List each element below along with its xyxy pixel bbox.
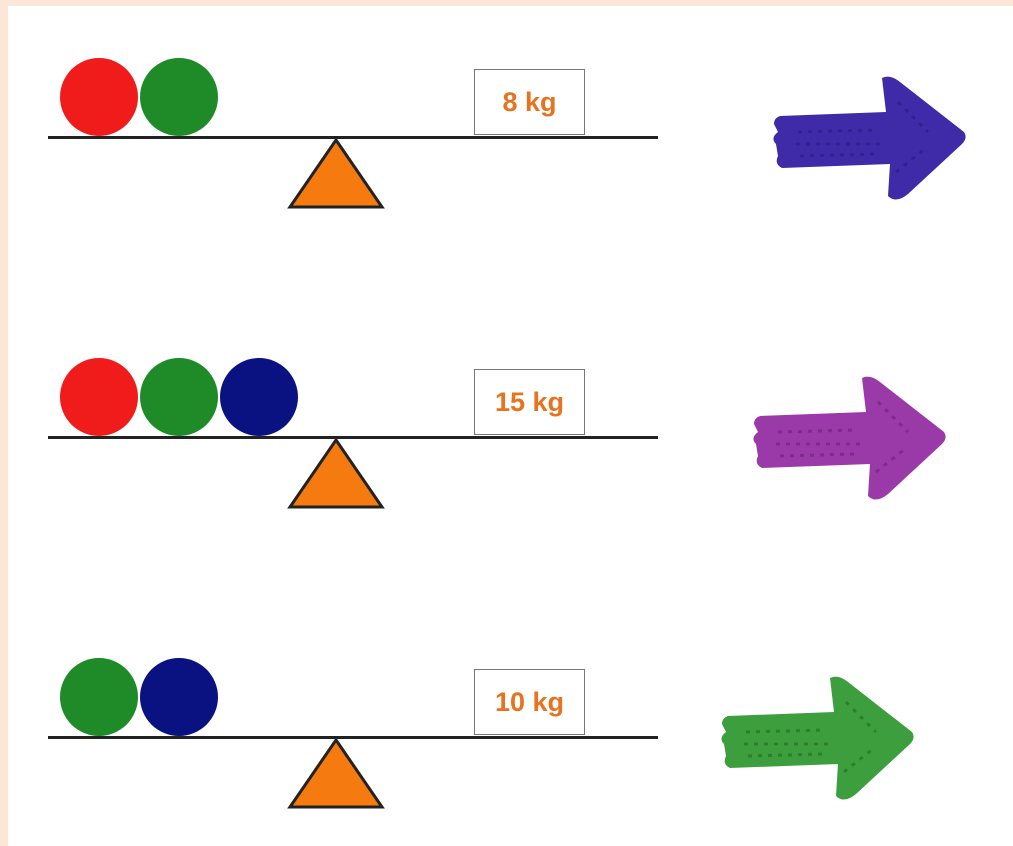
weight-label: 10 kg [494,686,565,717]
blue-arrow-icon [773,76,966,200]
balance-beam [48,436,658,439]
balance-beam [48,736,658,739]
weight-label: 15 kg [494,386,565,417]
weight-box: 10 kg [474,669,585,735]
red-ball [60,58,138,136]
green-arrow-icon [721,676,914,800]
weight-box: 8 kg [474,69,585,135]
fulcrum-triangle [287,437,385,509]
blue-ball [220,358,298,436]
fulcrum-triangle [287,137,385,209]
green-ball [60,658,138,736]
balance-scene-3: 10 kg [8,606,1013,809]
balance-beam [48,136,658,139]
blue-ball [140,658,218,736]
weight-label: 8 kg [502,86,557,117]
green-ball [140,358,218,436]
fulcrum-triangle [287,737,385,809]
balance-scene-1: 8 kg [8,6,1013,209]
weight-box: 15 kg [474,369,585,435]
balance-scene-2: 15 kg [8,306,1013,509]
puzzle-canvas: 8 kg 15 kg 10 kg [8,6,1013,846]
purple-arrow-icon [753,376,946,500]
green-ball [140,58,218,136]
red-ball [60,358,138,436]
